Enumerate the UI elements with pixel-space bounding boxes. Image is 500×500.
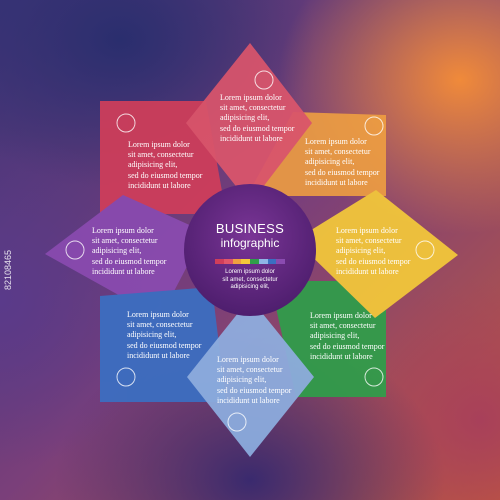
center-text: Lorem ipsum dolor sit amet, consectetur …: [222, 269, 278, 290]
infographic-subtitle: infographic: [220, 236, 280, 250]
color-bar-segment: [258, 259, 268, 264]
circle-marker-yellow: [415, 240, 435, 260]
circle-marker-crimson: [116, 113, 136, 133]
color-bar-segment: [215, 259, 224, 264]
petal-text-crimson: Lorem ipsum dolor sit amet, consectetur …: [128, 140, 203, 190]
watermark-id: 82108465: [3, 250, 13, 291]
circle-marker-green: [364, 367, 384, 387]
petal-text-light-blue: Lorem ipsum dolor sit amet, consectetur …: [217, 355, 292, 405]
petal-text-purple: Lorem ipsum dolor sit amet, consectetur …: [92, 226, 167, 276]
color-bar: [215, 259, 285, 264]
circle-marker-blue: [116, 367, 136, 387]
petal-light-blue: [187, 298, 314, 457]
infographic-title: BUSINESS: [215, 221, 285, 236]
color-bar-segment: [267, 259, 277, 264]
petal-yellow: [295, 190, 458, 318]
petal-text-orange: Lorem ipsum dolor sit amet, consectetur …: [305, 137, 380, 187]
color-bar-segment: [250, 259, 259, 264]
petal-red: [186, 43, 312, 204]
circle-marker-purple: [65, 240, 85, 260]
petal-text-red: Lorem ipsum dolor sit amet, consectetur …: [220, 93, 295, 143]
petal-text-green: Lorem ipsum dolor sit amet, consectetur …: [310, 311, 385, 361]
petal-purple: [45, 195, 205, 318]
color-bar-segment: [223, 259, 233, 264]
petal-text-yellow: Lorem ipsum dolor sit amet, consectetur …: [336, 226, 411, 276]
center-circle: [184, 184, 316, 316]
petal-text-blue: Lorem ipsum dolor sit amet, consectetur …: [127, 310, 202, 360]
circle-marker-orange: [364, 116, 384, 136]
circle-marker-light-blue: [227, 412, 247, 432]
circle-marker-red: [254, 70, 274, 90]
color-bar-segment: [241, 259, 250, 264]
color-bar-segment: [276, 259, 285, 264]
color-bar-segment: [232, 259, 242, 264]
